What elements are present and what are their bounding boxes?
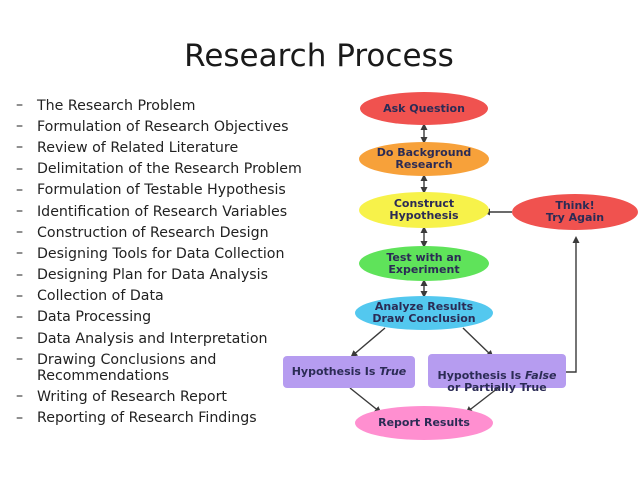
list-item: –Writing of Research Report <box>16 386 316 407</box>
list-item: –Delimitation of the Research Problem <box>16 159 316 180</box>
node-ask-question: Ask Question <box>360 92 488 125</box>
slide-title: Research Process <box>184 38 454 74</box>
flowchart-arrows <box>349 123 580 414</box>
bullet-dash: – <box>16 160 24 177</box>
bullet-dash: – <box>16 308 24 325</box>
list-item: –Construction of Research Design <box>16 222 316 243</box>
list-item: –Review of Related Literature <box>16 137 316 158</box>
bullet-dash: – <box>16 97 24 113</box>
node-analyze-results: Analyze Results Draw Conclusion <box>355 296 493 330</box>
list-item: –Reporting of Research Findings <box>16 408 316 429</box>
node-false-prefix: Hypothesis Is <box>437 369 526 382</box>
bullet-dash: – <box>16 409 24 426</box>
bullet-dash: – <box>16 287 24 304</box>
node-test-experiment: Test with an Experiment <box>359 246 489 281</box>
node-background-research: Do Background Research <box>359 142 489 176</box>
bullet-dash: – <box>16 266 24 283</box>
bullet-dash: – <box>16 202 24 219</box>
list-item: –Formulation of Research Objectives <box>16 116 316 137</box>
arrow-true-report <box>349 387 382 414</box>
list-item: –Data Processing <box>16 307 316 328</box>
arrow-analyze-true <box>350 327 386 358</box>
bullet-dash: – <box>16 330 24 347</box>
scientific-method-flowchart: Ask Question Do Background Research Cons… <box>270 88 638 448</box>
node-construct-hypothesis: Construct Hypothesis <box>359 192 489 228</box>
arrow-false-think <box>566 236 580 373</box>
arrow-analyze-false <box>462 327 494 358</box>
list-item: –Data Analysis and Interpretation <box>16 328 316 349</box>
node-report-results: Report Results <box>355 406 493 440</box>
bullet-dash: – <box>16 181 24 198</box>
node-hypothesis-false: Hypothesis Is False or Partially True <box>428 354 566 394</box>
node-true-prefix: Hypothesis Is <box>291 365 380 378</box>
list-item: –Collection of Data <box>16 286 316 307</box>
list-item: –Formulation of Testable Hypothesis <box>16 180 316 201</box>
node-hypothesis-true: Hypothesis Is True <box>283 356 415 388</box>
bullet-dash: – <box>16 224 24 241</box>
bullet-dash: – <box>16 118 24 135</box>
bullet-dash: – <box>16 351 24 368</box>
node-true-word: True <box>379 365 407 378</box>
list-item: –Designing Tools for Data Collection <box>16 243 316 264</box>
list-item: –Drawing Conclusions and Recommendations <box>16 351 217 384</box>
research-steps-list: –The Research Problem –Formulation of Re… <box>16 95 316 429</box>
list-item: –Identification of Research Variables <box>16 201 316 222</box>
node-think-try-again: Think! Try Again <box>512 194 638 230</box>
list-item: –Designing Plan for Data Analysis <box>16 265 316 286</box>
node-false-word: False <box>525 369 557 382</box>
bullet-dash: – <box>16 139 24 156</box>
bullet-dash: – <box>16 388 24 405</box>
list-item: –The Research Problem <box>16 95 316 116</box>
bullet-dash: – <box>16 245 24 262</box>
node-false-suffix: or Partially True <box>447 381 547 394</box>
arrow-false-report <box>465 387 499 414</box>
